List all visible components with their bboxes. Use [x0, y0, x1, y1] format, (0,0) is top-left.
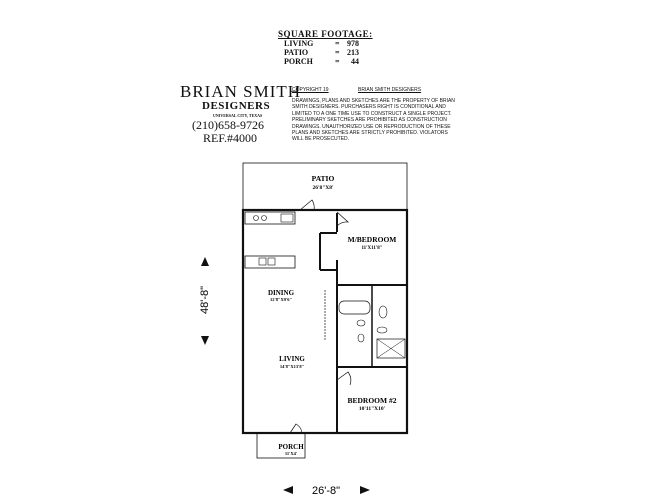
sink-icon [378, 305, 388, 319]
width-dimension: 26'-8" [312, 485, 340, 497]
exterior-wall [241, 208, 409, 435]
designer-phone: (210)658-9726 [192, 118, 264, 132]
designer-name: BRIAN SMITH [180, 82, 302, 101]
patio-door[interactable] [299, 199, 315, 211]
copyright-line: COPYRIGHT 19 [292, 87, 329, 93]
porch-outline [256, 432, 306, 459]
sqft-label: PATIO [284, 48, 309, 57]
dining-size: 12'8"X9'6" [270, 297, 292, 302]
kitchen-island [244, 255, 296, 269]
toilet-icon [376, 326, 388, 334]
designer-location: UNIVERSAL CITY, TEXAS [213, 113, 263, 118]
sink-icon [280, 213, 294, 223]
dining-label: DINING [268, 289, 295, 297]
living-label: LIVING [279, 355, 305, 363]
arrow-down-icon [201, 336, 209, 345]
porch-label: PORCH [278, 443, 304, 451]
sink-icon [357, 333, 365, 343]
patio-size: 26'8"X8' [312, 185, 334, 191]
sqft-eq: = [335, 48, 340, 57]
arrow-left-icon [283, 486, 293, 494]
legal-notice: DRAWINGS, PLANS AND SKETCHES ARE THE PRO… [292, 98, 455, 143]
front-door[interactable] [289, 423, 303, 434]
master-label: M/BEDROOM [348, 235, 397, 244]
porch-size: 11'X4' [285, 451, 297, 456]
sqft-eq: = [335, 57, 340, 66]
toilet-icon [356, 319, 366, 327]
bathtub-icon [338, 300, 371, 315]
living-size: 14'8"X13'8" [280, 364, 304, 369]
depth-dimension: 48'-8" [199, 286, 211, 314]
sqft-value: 44 [351, 57, 359, 66]
copyright-owner: BRIAN SMITH DESIGNERS [358, 87, 422, 93]
arrow-up-icon [201, 257, 209, 266]
sqft-label: PORCH [284, 57, 313, 66]
sqft-label: LIVING [284, 39, 314, 48]
master-door[interactable] [336, 211, 349, 227]
plan-ref: REF.#4000 [203, 131, 258, 145]
designer-subtitle: DESIGNERS [202, 100, 271, 112]
shower-icon [376, 338, 406, 359]
arrow-right-icon [360, 486, 370, 494]
bedroom2-door[interactable] [336, 371, 352, 386]
sqft-eq: = [335, 39, 340, 48]
bedroom2-size: 10'11"X10' [359, 406, 386, 412]
bedroom2-label: BEDROOM #2 [348, 396, 397, 405]
kitchen-counter [244, 211, 296, 225]
sqft-value: 978 [347, 39, 359, 48]
master-size: 11'X11'8" [361, 246, 382, 251]
patio-label: PATIO [312, 174, 335, 183]
square-footage-title: SQUARE FOOTAGE: [278, 29, 373, 39]
sqft-value: 213 [347, 48, 359, 57]
